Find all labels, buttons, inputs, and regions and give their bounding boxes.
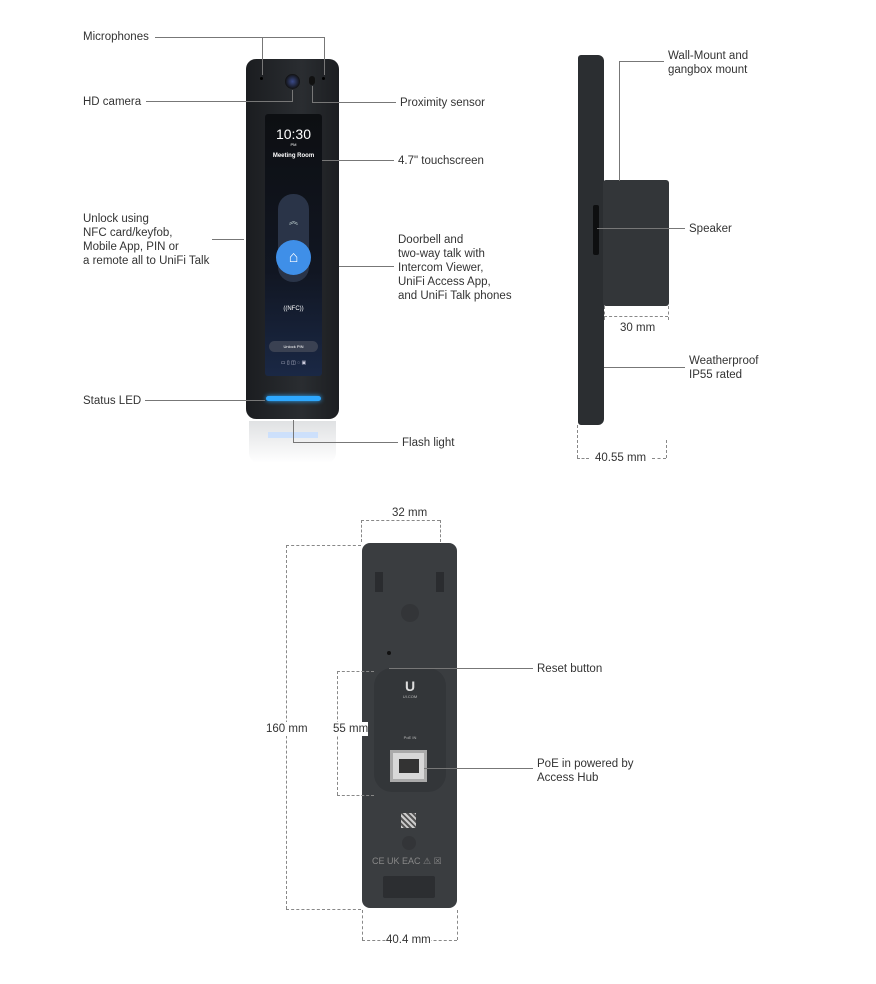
label-status-led: Status LED xyxy=(83,395,142,407)
nfc-icon: ((NFC)) xyxy=(283,306,304,312)
reset-button[interactable] xyxy=(387,651,391,655)
cable-slot xyxy=(383,876,435,898)
label-inner-height: 55 mm xyxy=(333,722,369,736)
qr-code xyxy=(401,813,416,828)
mount-slot-left xyxy=(375,572,383,592)
screw-hole-bottom xyxy=(402,836,416,850)
label-wall-mount: Wall-Mount and gangbox mount xyxy=(668,50,749,76)
ubiquiti-logo: U xyxy=(404,678,416,694)
speaker-slot xyxy=(593,205,599,255)
chevron-up-icon: ︽ xyxy=(288,216,298,226)
mount-slot-right xyxy=(436,572,444,592)
side-device-box xyxy=(603,180,669,306)
unlock-pin-button[interactable]: Unlock PIN xyxy=(269,341,318,352)
label-poe: PoE in powered by Access Hub xyxy=(537,758,634,784)
label-hd-camera: HD camera xyxy=(83,96,142,108)
status-icons: ▭ ▯ ◫ ◌ ▣ xyxy=(280,360,307,366)
label-flash-light: Flash light xyxy=(402,437,455,449)
label-speaker: Speaker xyxy=(689,223,732,235)
label-microphones: Microphones xyxy=(83,31,149,43)
brand-text: UI.COM xyxy=(402,694,418,699)
clock-ampm: PM xyxy=(290,142,297,147)
side-device-plate xyxy=(578,55,604,425)
certification-marks: CE UK EAC ⚠ ☒ xyxy=(372,856,442,866)
label-weatherproof: Weatherproof IP55 rated xyxy=(689,355,759,381)
label-doorbell: Doorbell and two-way talk with Intercom … xyxy=(398,234,512,302)
microphone-right xyxy=(322,77,325,80)
label-height: 160 mm xyxy=(266,722,308,736)
microphone-left xyxy=(260,77,263,80)
label-box-depth: 30 mm xyxy=(620,322,656,334)
touchscreen[interactable]: 10:30 PM Meeting Room ︽ ⌂ ((NFC)) Unlock… xyxy=(265,114,322,376)
label-proximity-sensor: Proximity sensor xyxy=(400,97,485,109)
label-width-bottom: 40.4 mm xyxy=(386,933,431,947)
status-led xyxy=(266,396,321,401)
label-touchscreen: 4.7" touchscreen xyxy=(398,155,484,167)
clock-time: 10:30 xyxy=(275,126,312,142)
label-unlock: Unlock using NFC card/keyfob, Mobile App… xyxy=(83,213,210,267)
room-name: Meeting Room xyxy=(272,153,315,159)
port-label: PoE IN xyxy=(403,735,417,740)
label-total-depth: 40.55 mm xyxy=(595,452,647,464)
screw-hole-top xyxy=(401,604,419,622)
camera-lens xyxy=(285,74,300,89)
label-width-top: 32 mm xyxy=(392,506,428,520)
label-reset-button: Reset button xyxy=(537,663,603,675)
ethernet-port[interactable] xyxy=(390,750,427,782)
doorbell-button[interactable]: ⌂ xyxy=(276,240,311,275)
proximity-sensor xyxy=(309,76,315,85)
